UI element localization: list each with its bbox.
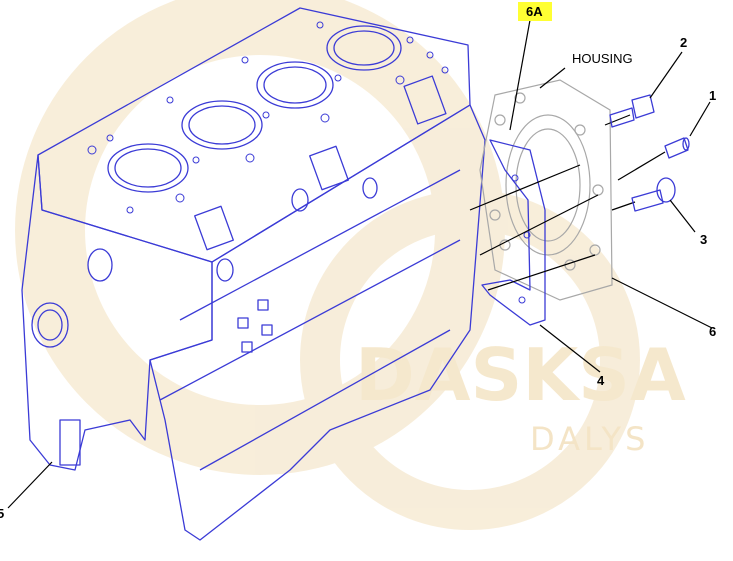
- dowel-1-end: [682, 137, 690, 151]
- leader-4: [539, 324, 601, 373]
- side-rib-2: [159, 239, 461, 401]
- deck-holes: [87, 21, 449, 214]
- cylinder-bore-2: [181, 100, 263, 150]
- bolt-2-shank: [609, 107, 635, 128]
- leader-lines: [7, 19, 713, 509]
- block-foot: [59, 419, 81, 466]
- bolt-2-head: [631, 94, 655, 119]
- callout-6a: 6A: [526, 4, 543, 19]
- bolt-3-head: [656, 177, 676, 203]
- housing-outline: [479, 79, 613, 301]
- align-line-2: [479, 194, 599, 256]
- front-bore-inner: [37, 309, 63, 341]
- side-port-2: [309, 145, 349, 191]
- side-hole-2: [291, 188, 309, 212]
- cylinder-bore-4: [326, 25, 402, 71]
- side-rib-3: [199, 329, 451, 471]
- callout-4: 4: [597, 373, 605, 388]
- mount-pad-1: [237, 317, 249, 329]
- align-line-bolt3: [611, 201, 636, 211]
- align-line-dowel: [617, 151, 666, 181]
- mount-pad-4: [241, 341, 253, 353]
- mount-pad-2: [257, 299, 269, 311]
- callout-1: 1: [709, 88, 716, 103]
- front-port: [87, 248, 113, 282]
- cylinder-bore-4-inner: [333, 30, 395, 66]
- housing-label: HOUSING: [572, 51, 633, 66]
- leader-2: [649, 51, 683, 99]
- align-line-bolt2: [604, 114, 631, 126]
- gasket-hole-3: [518, 296, 526, 304]
- leader-6a: [509, 19, 531, 131]
- engine-block: [21, 7, 486, 541]
- cylinder-bore-3: [256, 61, 334, 109]
- block-side-face: [149, 104, 486, 541]
- cylinder-bore-3-inner: [263, 66, 327, 104]
- callout-6a-highlight: [518, 2, 552, 21]
- gasket-hole-1: [511, 174, 519, 182]
- callout-6: 6: [709, 324, 716, 339]
- cylinder-bore-2-inner: [188, 105, 256, 145]
- callout-2: 2: [680, 35, 687, 50]
- watermark-brand: DASKSA: [355, 333, 686, 417]
- housing-bolt-holes: [489, 92, 604, 271]
- mount-pad-3: [261, 324, 273, 336]
- side-hole-1: [216, 258, 234, 282]
- align-line-1: [469, 164, 581, 211]
- side-rib-1: [179, 169, 461, 321]
- gasket-outline: [481, 139, 546, 326]
- housing-bore: [505, 114, 591, 256]
- side-port-3: [403, 75, 447, 125]
- leader-3: [669, 199, 696, 233]
- bolt-2: [609, 94, 655, 128]
- dowel-1-body: [664, 137, 689, 159]
- leader-1: [689, 101, 711, 137]
- front-bore: [31, 302, 69, 348]
- dowel-1: [664, 137, 690, 159]
- side-port-1: [194, 205, 234, 251]
- leader-6: [611, 277, 713, 329]
- callout-5: 5: [0, 506, 4, 521]
- alignment-lines: [469, 114, 666, 291]
- gasket-hole-2: [523, 231, 531, 239]
- bolt-3-shank: [631, 189, 664, 212]
- cylinder-bore-1: [107, 143, 189, 193]
- bolt-3: [631, 177, 676, 212]
- align-line-3: [487, 254, 596, 291]
- leader-housing: [539, 67, 566, 89]
- leader-5: [7, 461, 53, 509]
- watermark-brand-small: DALYS: [530, 420, 649, 458]
- callout-3: 3: [700, 232, 707, 247]
- callouts: 6A HOUSING 2 1 3 4 6 5: [0, 2, 716, 521]
- side-hole-3: [362, 177, 378, 199]
- cylinder-bore-1-inner: [114, 148, 182, 188]
- gasket: [481, 139, 546, 326]
- seal-housing: [479, 79, 613, 301]
